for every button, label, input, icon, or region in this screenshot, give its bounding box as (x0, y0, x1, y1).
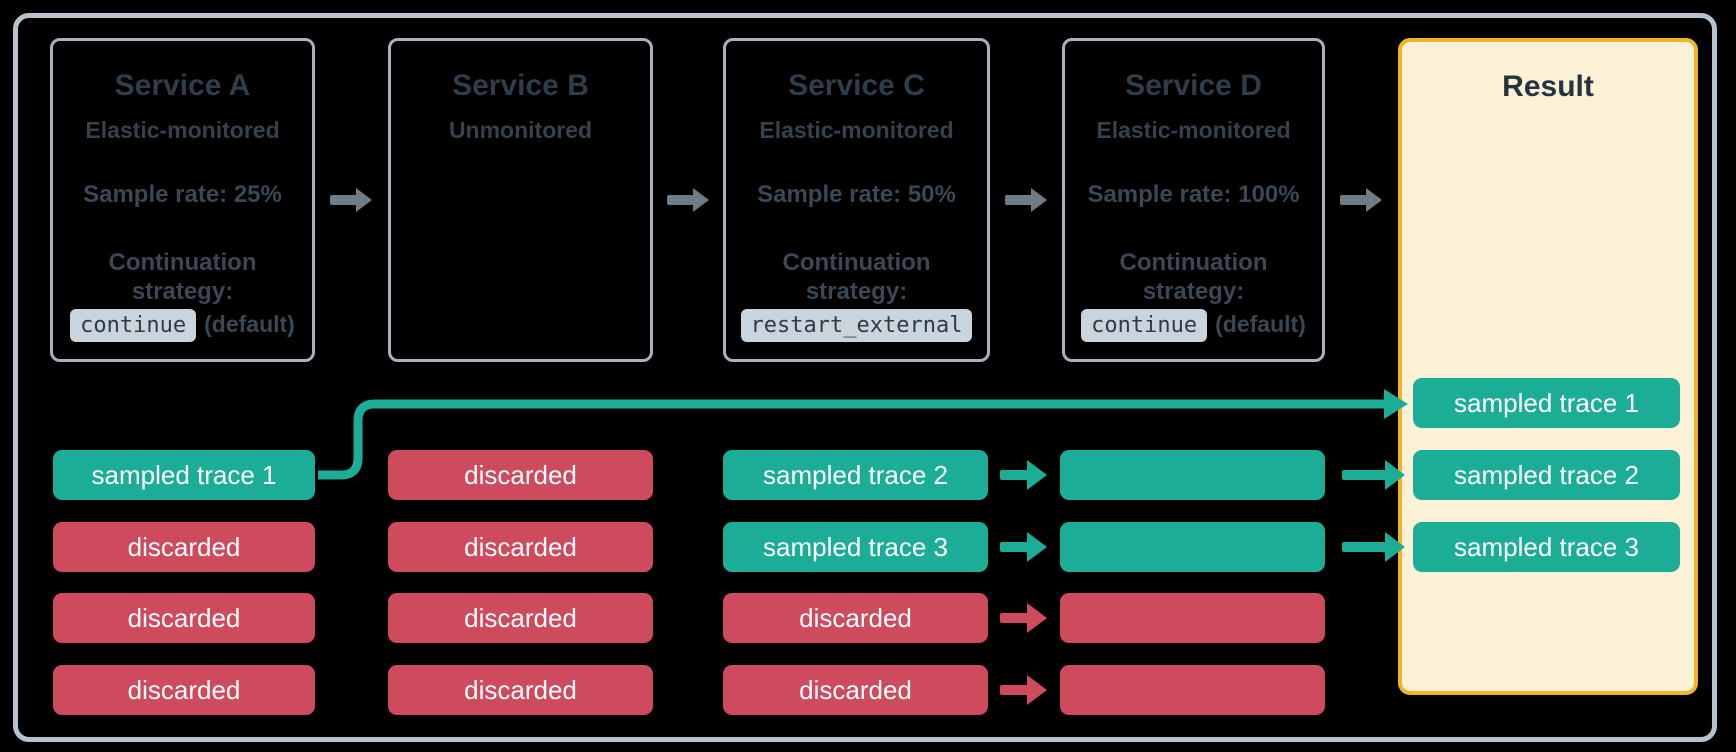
service-a-title: Service A (114, 69, 251, 102)
service-c-continuation-label: Continuation strategy: (782, 249, 931, 305)
trace-pill: discarded (53, 522, 315, 572)
result-trace-pill: sampled trace 2 (1413, 450, 1680, 500)
trace-pill (1060, 665, 1325, 715)
flow-arrow-b-to-c-icon (667, 188, 709, 212)
arrow-shaft (1342, 542, 1386, 552)
arrow-shaft (667, 195, 694, 205)
trace-pill: sampled trace 3 (723, 522, 988, 572)
service-a-sample-rate: Sample rate: 25% (83, 181, 282, 208)
trace-arrow-icon (1342, 460, 1405, 490)
trace-pill: discarded (53, 593, 315, 643)
service-c-subtitle: Elastic-monitored (759, 117, 954, 143)
arrow-shaft (1000, 685, 1028, 695)
trace-arrow-icon (1000, 532, 1047, 562)
arrow-head (1366, 188, 1382, 212)
trace-arrow-icon (1000, 603, 1047, 633)
trace-pill: discarded (388, 665, 653, 715)
arrow-shaft (330, 195, 357, 205)
service-d-box: Service D Elastic-monitored Sample rate:… (1062, 38, 1325, 362)
service-a-strategy-row: continue (default) (55, 309, 310, 342)
result-trace-pill: sampled trace 1 (1413, 378, 1680, 428)
service-a-subtitle: Elastic-monitored (85, 117, 280, 143)
service-c-sample-rate: Sample rate: 50% (757, 181, 956, 208)
flow-arrow-c-to-d-icon (1005, 188, 1047, 212)
trace-pill: discarded (723, 665, 988, 715)
service-c-title: Service C (788, 69, 925, 102)
service-b-title: Service B (452, 69, 589, 102)
service-c-strategy-chip: restart_external (740, 309, 973, 342)
arrow-head (1027, 675, 1047, 705)
arrow-shaft (1342, 470, 1386, 480)
trace-pill: discarded (388, 593, 653, 643)
service-d-strategy-chip: continue (1081, 309, 1208, 342)
service-b-subtitle: Unmonitored (448, 117, 593, 143)
service-d-strategy-row: continue (default) (1067, 309, 1320, 342)
arrow-head (1031, 188, 1047, 212)
trace-pill (1060, 450, 1325, 500)
service-c-strategy-row: restart_external (728, 309, 985, 342)
arrow-head (356, 188, 372, 212)
arrow-head (1385, 532, 1405, 562)
arrow-head (1027, 460, 1047, 490)
service-b-box: Service B Unmonitored (388, 38, 653, 362)
arrow-shaft (1000, 613, 1028, 623)
trace-pill: discarded (388, 522, 653, 572)
result-trace-pill: sampled trace 3 (1413, 522, 1680, 572)
service-a-box: Service A Elastic-monitored Sample rate:… (50, 38, 315, 362)
arrow-head (1385, 460, 1405, 490)
arrow-head (1027, 532, 1047, 562)
trace-pill: sampled trace 1 (53, 450, 315, 500)
diagram-frame (13, 13, 1717, 742)
trace-pill: sampled trace 2 (723, 450, 988, 500)
service-d-title: Service D (1125, 69, 1262, 102)
result-box: Result (1398, 38, 1698, 695)
arrow-head (693, 188, 709, 212)
service-a-strategy-default-note: (default) (204, 311, 295, 337)
trace-pill: discarded (723, 593, 988, 643)
flow-arrow-a-to-b-icon (330, 188, 372, 212)
arrow-head (1027, 603, 1047, 633)
service-d-strategy-default-note: (default) (1215, 311, 1306, 337)
trace-arrow-icon (1342, 532, 1405, 562)
arrow-shaft (1000, 470, 1028, 480)
result-title: Result (1502, 70, 1594, 103)
service-a-continuation-label: Continuation strategy: (108, 249, 257, 305)
service-d-subtitle: Elastic-monitored (1096, 117, 1291, 143)
trace-arrow-icon (1000, 675, 1047, 705)
arrow-shaft (1340, 195, 1367, 205)
service-a-strategy-chip: continue (70, 309, 197, 342)
trace-pill (1060, 593, 1325, 643)
flow-arrow-d-to-result-icon (1340, 188, 1382, 212)
service-d-continuation-label: Continuation strategy: (1119, 249, 1268, 305)
service-d-sample-rate: Sample rate: 100% (1087, 181, 1300, 208)
service-c-box: Service C Elastic-monitored Sample rate:… (723, 38, 990, 362)
arrow-shaft (1000, 542, 1028, 552)
trace-arrow-icon (1000, 460, 1047, 490)
arrow-shaft (1005, 195, 1032, 205)
trace-pill (1060, 522, 1325, 572)
trace-pill: discarded (53, 665, 315, 715)
trace-pill: discarded (388, 450, 653, 500)
